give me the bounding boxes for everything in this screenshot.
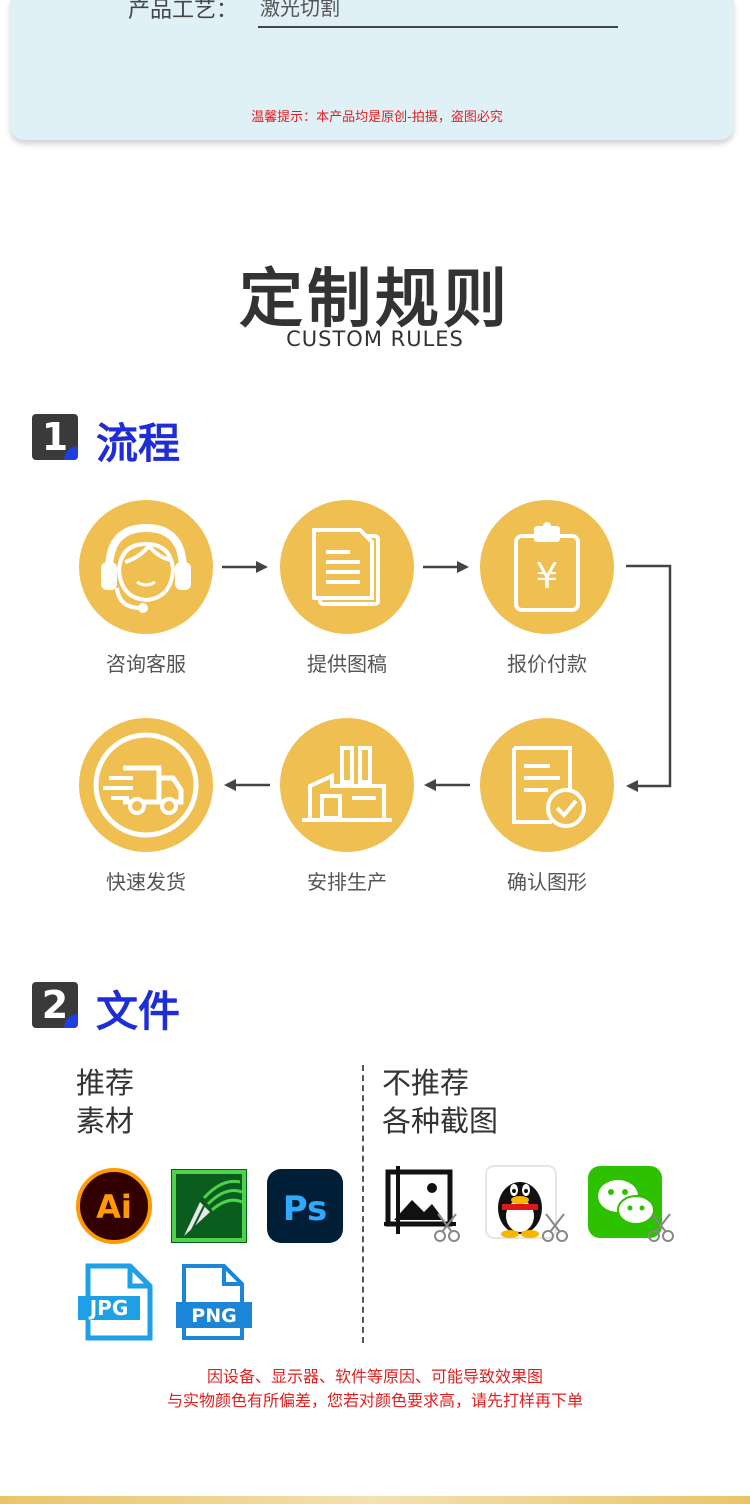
arrow-left-icon (424, 779, 470, 791)
arrow-right-icon (423, 561, 469, 573)
recommended-heading: 推荐 素材 (76, 1066, 135, 1138)
svg-text:JPG: JPG (88, 1296, 129, 1320)
craft-value: 激光切割 (260, 0, 340, 20)
step-confirm-circle (480, 718, 614, 852)
factory-icon (302, 746, 392, 822)
svg-text:PNG: PNG (191, 1305, 236, 1327)
section-number-badge: 2 (32, 982, 78, 1028)
step-production-circle (280, 718, 414, 852)
step-label: 提供图稿 (307, 652, 387, 676)
arrow-connector-icon (626, 564, 672, 792)
step-label: 报价付款 (507, 652, 587, 676)
product-info-card: 产品工艺： 激光切割 温馨提示：本产品均是原创-拍摄，盗图必究 (10, 0, 734, 140)
headset-icon (101, 523, 191, 613)
svg-text:¥: ¥ (536, 556, 559, 597)
illustrator-logo-icon: Ai (76, 1168, 152, 1244)
step-label: 快速发货 (106, 870, 186, 894)
craft-underline (258, 26, 618, 28)
qq-penguin-icon (485, 1165, 568, 1242)
step-payment-circle: ¥ (480, 500, 614, 634)
document-icon (312, 528, 380, 606)
step-label: 确认图形 (507, 870, 587, 894)
arrow-left-icon (224, 779, 270, 791)
document-check-icon (512, 746, 586, 828)
color-disclaimer-line1: 因设备、显示器、软件等原因、可能导致效果图 (206, 1367, 543, 1386)
page-subtitle: CUSTOM RULES (286, 327, 464, 351)
arrow-right-icon (222, 561, 268, 573)
section-title-files: 文件 (96, 987, 181, 1036)
step-label: 咨询客服 (106, 652, 186, 676)
photoshop-logo-icon: Ps (267, 1169, 343, 1243)
copyright-notice: 温馨提示：本产品均是原创-拍摄，盗图必究 (251, 110, 503, 125)
page-title: 定制规则 (239, 263, 511, 337)
jpg-file-icon: JPG (78, 1263, 153, 1341)
svg-text:Ps: Ps (283, 1189, 328, 1229)
not-recommended-heading: 不推荐 各种截图 (382, 1066, 499, 1138)
bottom-decoration-strip (0, 1496, 750, 1504)
delivery-truck-icon (93, 732, 199, 838)
craft-label: 产品工艺： (128, 0, 239, 23)
dashed-divider (362, 1065, 364, 1343)
section-number-badge: 1 (32, 414, 78, 460)
step-label: 安排生产 (307, 870, 387, 894)
png-file-icon: PNG (176, 1264, 252, 1340)
wechat-icon (588, 1166, 674, 1242)
svg-text:Ai: Ai (96, 1188, 132, 1226)
clipboard-yen-icon: ¥ (514, 522, 580, 612)
step-consult-circle (79, 500, 213, 634)
step-shipping-circle (79, 718, 213, 852)
step-artwork-circle (280, 500, 414, 634)
section-title-process: 流程 (96, 419, 181, 468)
screenshot-image-icon (384, 1166, 460, 1242)
color-disclaimer-line2: 与实物颜色有所偏差，您若对颜色要求高，请先打样再下单 (166, 1391, 583, 1410)
coreldraw-logo-icon (171, 1169, 247, 1243)
